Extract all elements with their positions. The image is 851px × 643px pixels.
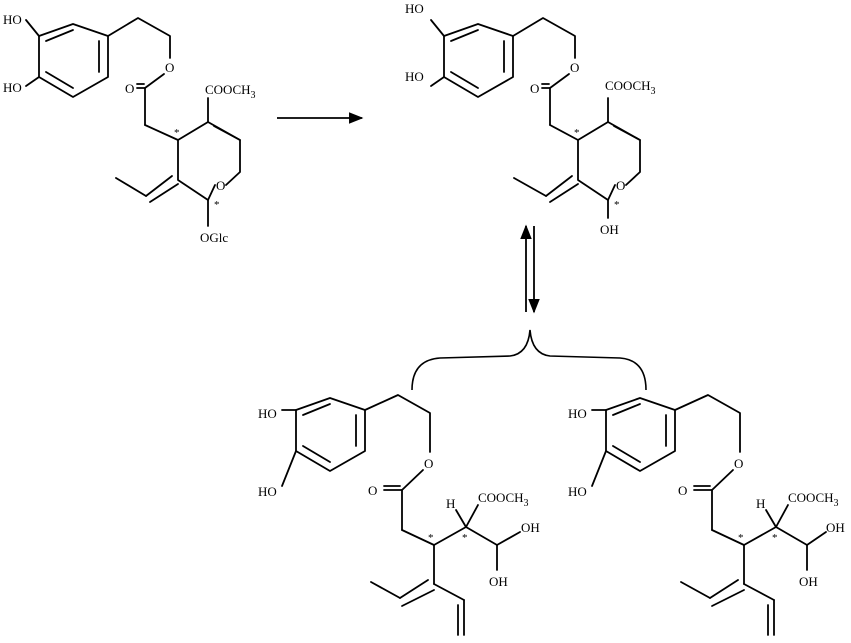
hydroxyl-label-1: HO	[3, 12, 22, 27]
hydroxyl-label-8: HO	[568, 484, 587, 499]
stereo-star-c2: *	[462, 532, 468, 544]
cooch3-label-b: COOCH3	[605, 78, 656, 97]
ester-oxygen-label: O	[165, 60, 174, 75]
equilibrium-arrows	[520, 224, 540, 314]
hydroxyl-label-6: HO	[258, 484, 277, 499]
carbonyl-oxygen-label-c: O	[368, 483, 377, 498]
curly-brace	[411, 329, 647, 391]
molecule-open-form-1: HO HO O O H COOCH3 OH OH * *	[258, 394, 540, 636]
molecule-open-form-2: HO HO O O H COOCH3 OH OH * *	[568, 394, 845, 636]
hydroxyl-label-3: HO	[405, 1, 424, 16]
stereo-star-d1: *	[738, 532, 744, 544]
stereo-star-d2: *	[772, 532, 778, 544]
hydrogen-label-c: H	[446, 496, 455, 511]
stereo-star-a1: *	[174, 127, 180, 139]
carbonyl-oxygen-label-d: O	[678, 483, 687, 498]
stereo-star-c1: *	[428, 532, 434, 544]
diol-oh-label-c1: OH	[521, 520, 540, 535]
cooch3-label-a: COOCH3	[205, 82, 256, 101]
stereo-star-b2: *	[614, 199, 620, 211]
glucoside-label: OGlc	[200, 230, 228, 245]
ring-oxygen-label-b: O	[616, 178, 625, 193]
hydrogen-label-d: H	[756, 496, 765, 511]
hydroxyl-label-5: HO	[258, 406, 277, 421]
diol-oh-label-d2: OH	[799, 574, 818, 589]
cooch3-label-d: COOCH3	[788, 490, 839, 509]
ester-oxygen-label-d: O	[734, 456, 743, 471]
molecule-aglycone: HO HO O O COOCH3 O OH * *	[405, 1, 656, 237]
hydroxyl-label-7: HO	[568, 406, 587, 421]
hydroxyl-label-4: HO	[405, 69, 424, 84]
molecule-oleuropein: HO HO O O COOCH3 O OGlc * *	[3, 12, 256, 245]
diol-oh-label-c2: OH	[489, 574, 508, 589]
carbonyl-oxygen-label-b: O	[530, 81, 539, 96]
hemiacetal-oh-label: OH	[600, 222, 619, 237]
stereo-star-a2: *	[214, 199, 220, 211]
carbonyl-oxygen-label: O	[125, 81, 134, 96]
stereo-star-b1: *	[574, 127, 580, 139]
diol-oh-label-d1: OH	[826, 520, 845, 535]
cooch3-label-c: COOCH3	[478, 490, 529, 509]
ester-oxygen-label-c: O	[424, 456, 433, 471]
hydroxyl-label-2: HO	[3, 80, 22, 95]
ester-oxygen-label-b: O	[570, 60, 579, 75]
ring-oxygen-label-a: O	[216, 178, 225, 193]
